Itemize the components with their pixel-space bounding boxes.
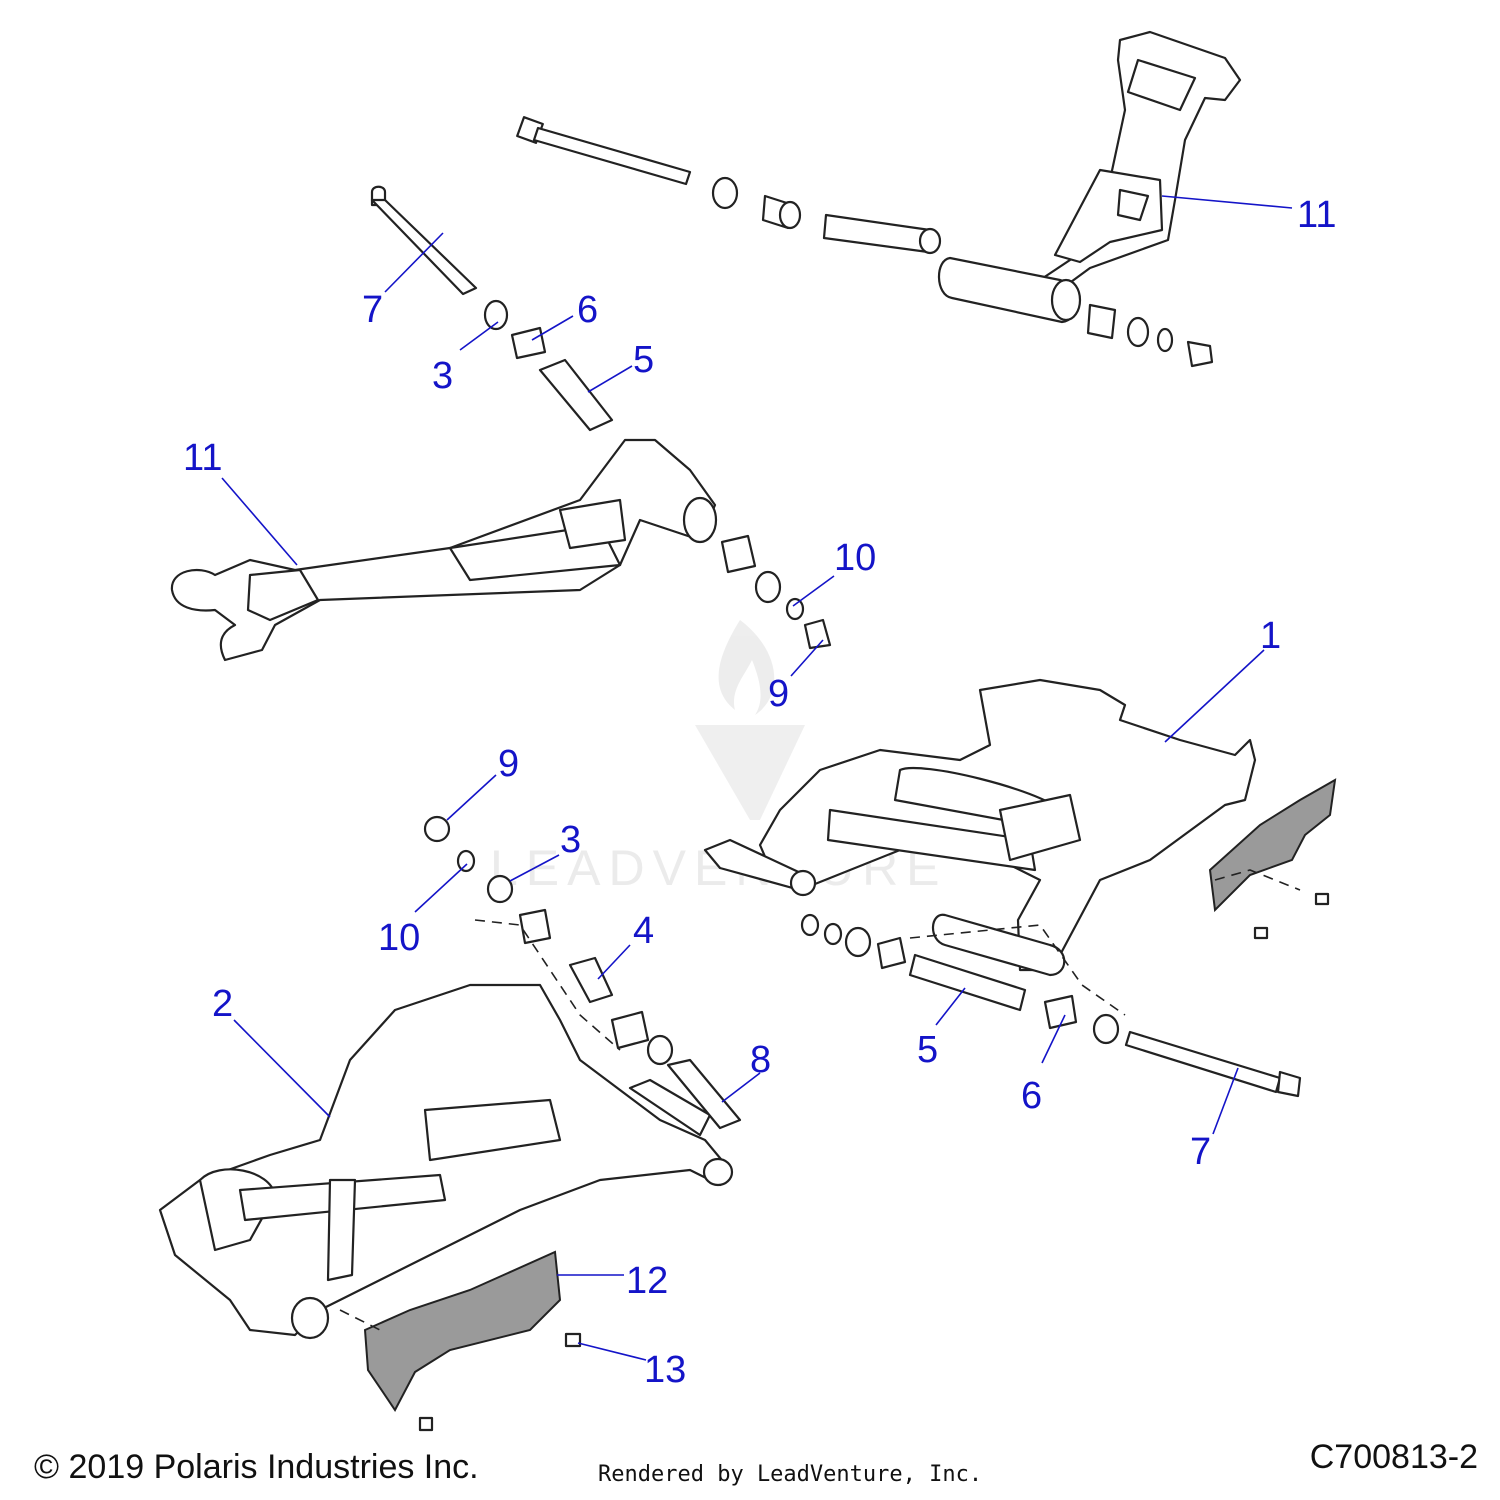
lower-a-arm-right [703, 678, 1257, 977]
copyright-text: © 2019 Polaris Industries Inc. [34, 1448, 479, 1486]
callout-3-lower: 3 [560, 819, 581, 861]
upper-arm-left-hardware [370, 185, 832, 650]
lower-a-arm-left [158, 983, 734, 1340]
callout-9-lower: 9 [498, 743, 519, 785]
callout-3-upper: 3 [432, 355, 453, 397]
callout-7-lower: 7 [1190, 1131, 1211, 1173]
callout-2: 2 [212, 983, 233, 1025]
callout-5-lower: 5 [917, 1029, 938, 1071]
diagram-code: C700813-2 [1309, 1438, 1478, 1476]
skid-plate-right [1208, 778, 1337, 913]
rendered-by-text: Rendered by LeadVenture, Inc. [598, 1462, 983, 1487]
upper-arm-right-hardware [516, 116, 1214, 368]
callout-1: 1 [1260, 615, 1281, 657]
upper-a-arm-left [170, 438, 718, 662]
callout-7-upper: 7 [362, 289, 383, 331]
callout-9-upper: 9 [768, 673, 789, 715]
callout-11-upper-right: 11 [1297, 194, 1336, 236]
callout-6-lower: 6 [1021, 1075, 1042, 1117]
upper-a-arm-right [937, 30, 1242, 324]
callout-4: 4 [633, 910, 654, 952]
callout-13: 13 [644, 1349, 686, 1391]
leader-lines [221, 195, 1293, 1361]
lower-arm-right-hardware [800, 869, 1330, 1098]
callout-6-upper: 6 [577, 289, 598, 331]
callout-8: 8 [750, 1039, 771, 1081]
callout-labels: 11 7 6 3 5 11 10 9 1 9 3 10 4 2 8 5 6 7 … [183, 194, 1336, 1391]
callout-11-upper-left: 11 [183, 437, 222, 479]
skid-plate-left [363, 1250, 562, 1412]
callout-5-upper: 5 [633, 339, 654, 381]
lower-arm-left-hardware [339, 815, 742, 1432]
callout-10-upper: 10 [834, 537, 876, 579]
callout-12: 12 [626, 1260, 668, 1302]
callout-10-lower: 10 [378, 917, 420, 959]
